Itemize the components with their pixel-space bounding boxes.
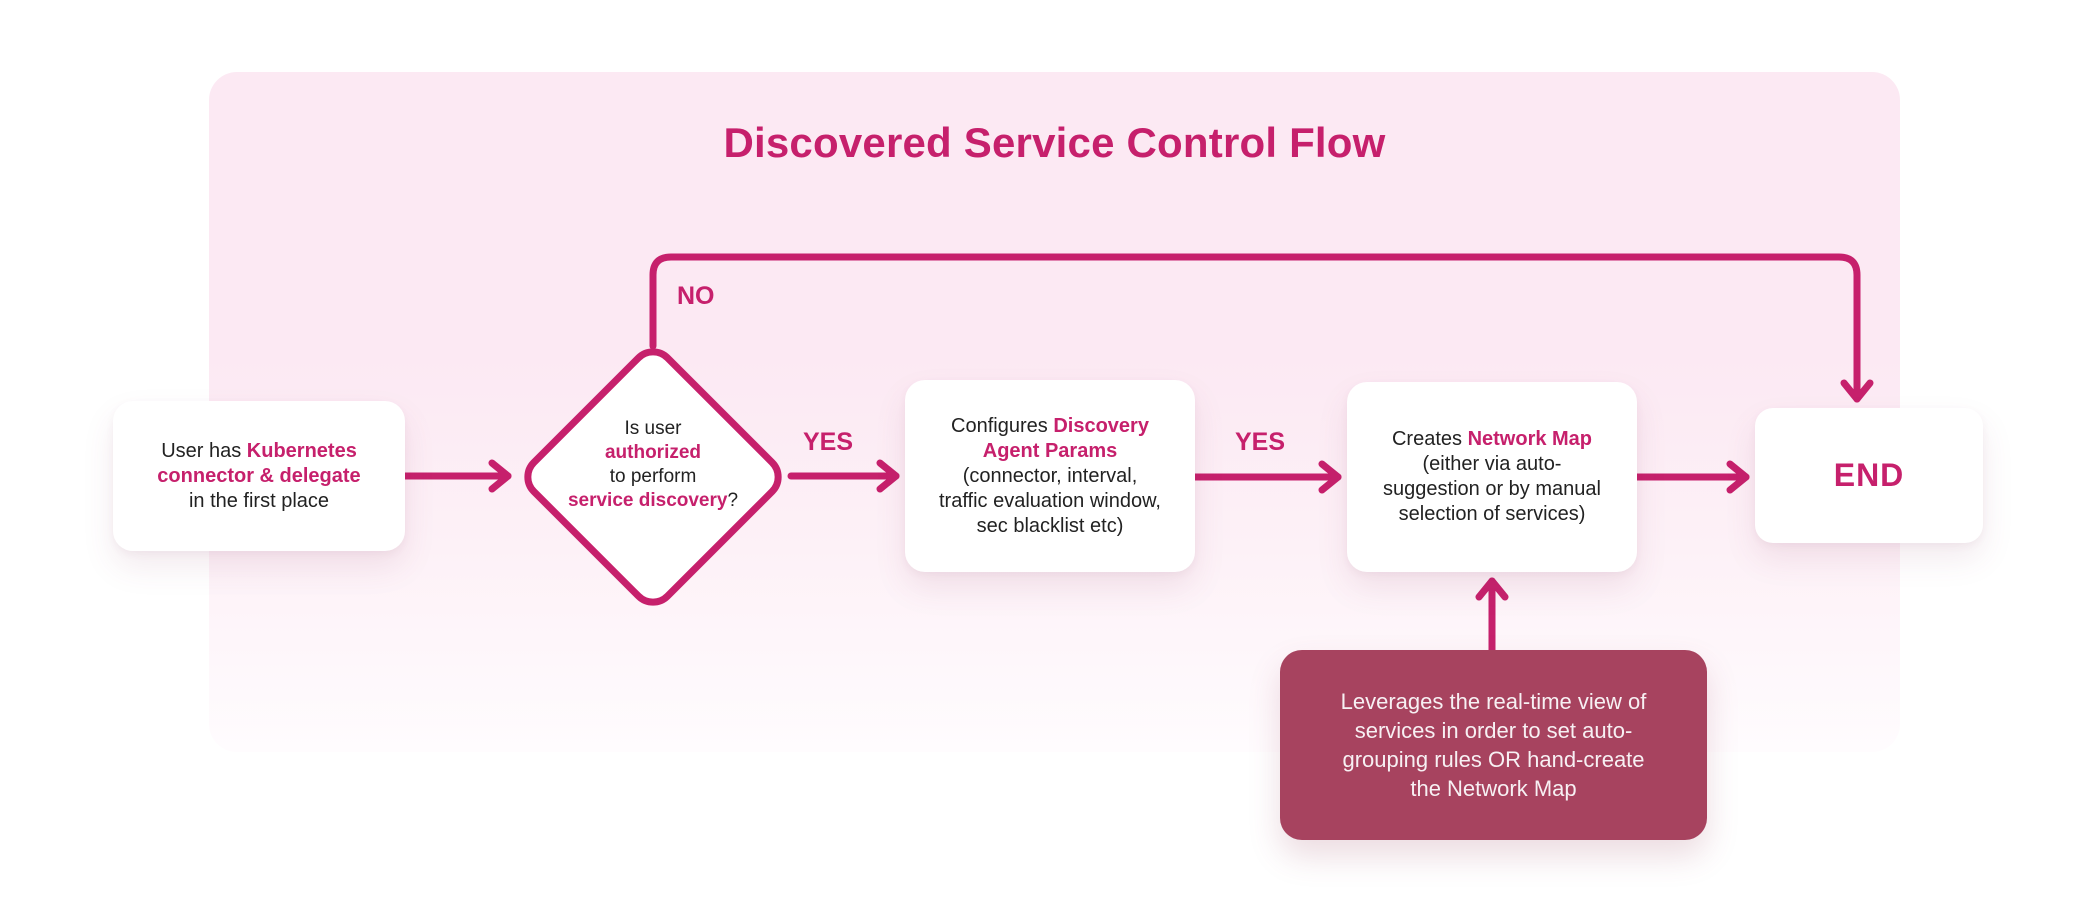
configure-line: traffic evaluation window,: [939, 489, 1161, 512]
note-line: services in order to set auto-: [1354, 718, 1633, 743]
decision-line: service discovery?: [567, 490, 739, 511]
edge-label-yes: YES: [803, 428, 854, 456]
decision-line: authorized: [604, 442, 702, 463]
node-decision-label: Is user authorized to perform service di…: [523, 417, 783, 513]
node-configure-params: Configures Discovery Agent Params (conne…: [905, 380, 1195, 572]
edge-label-yes: YES: [1235, 428, 1286, 456]
configure-line: (connector, interval,: [962, 464, 1138, 487]
create-map-line: Creates Network Map: [1391, 428, 1593, 450]
note-box: Leverages the real-time view of services…: [1280, 650, 1707, 840]
create-map-line: selection of services): [1398, 503, 1586, 525]
configure-line: Agent Params: [982, 439, 1118, 462]
node-end: END: [1755, 408, 1983, 543]
diagram-title: Discovered Service Control Flow: [723, 119, 1386, 166]
node-start: User has Kubernetes connector & delegate…: [113, 401, 405, 551]
node-start-line: User has Kubernetes: [161, 439, 357, 462]
note-line: the Network Map: [1410, 776, 1577, 801]
decision-line: to perform: [609, 466, 697, 487]
end-label: END: [1833, 457, 1905, 493]
edge-decision-no-to-end: [649, 253, 1874, 403]
note-line: Leverages the real-time view of: [1340, 689, 1647, 714]
configure-line: sec blacklist etc): [976, 514, 1124, 537]
node-start-line: in the first place: [188, 489, 330, 512]
node-start-line: connector & delegate: [157, 464, 361, 487]
edge-label-no: NO: [677, 282, 715, 310]
note-line: grouping rules OR hand-create: [1342, 747, 1645, 772]
node-create-network-map: Creates Network Map (either via auto- su…: [1347, 382, 1637, 572]
configure-line: Configures Discovery: [951, 414, 1149, 437]
decision-line: Is user: [624, 418, 682, 439]
create-map-line: suggestion or by manual: [1383, 478, 1601, 500]
create-map-line: (either via auto-: [1422, 453, 1562, 475]
